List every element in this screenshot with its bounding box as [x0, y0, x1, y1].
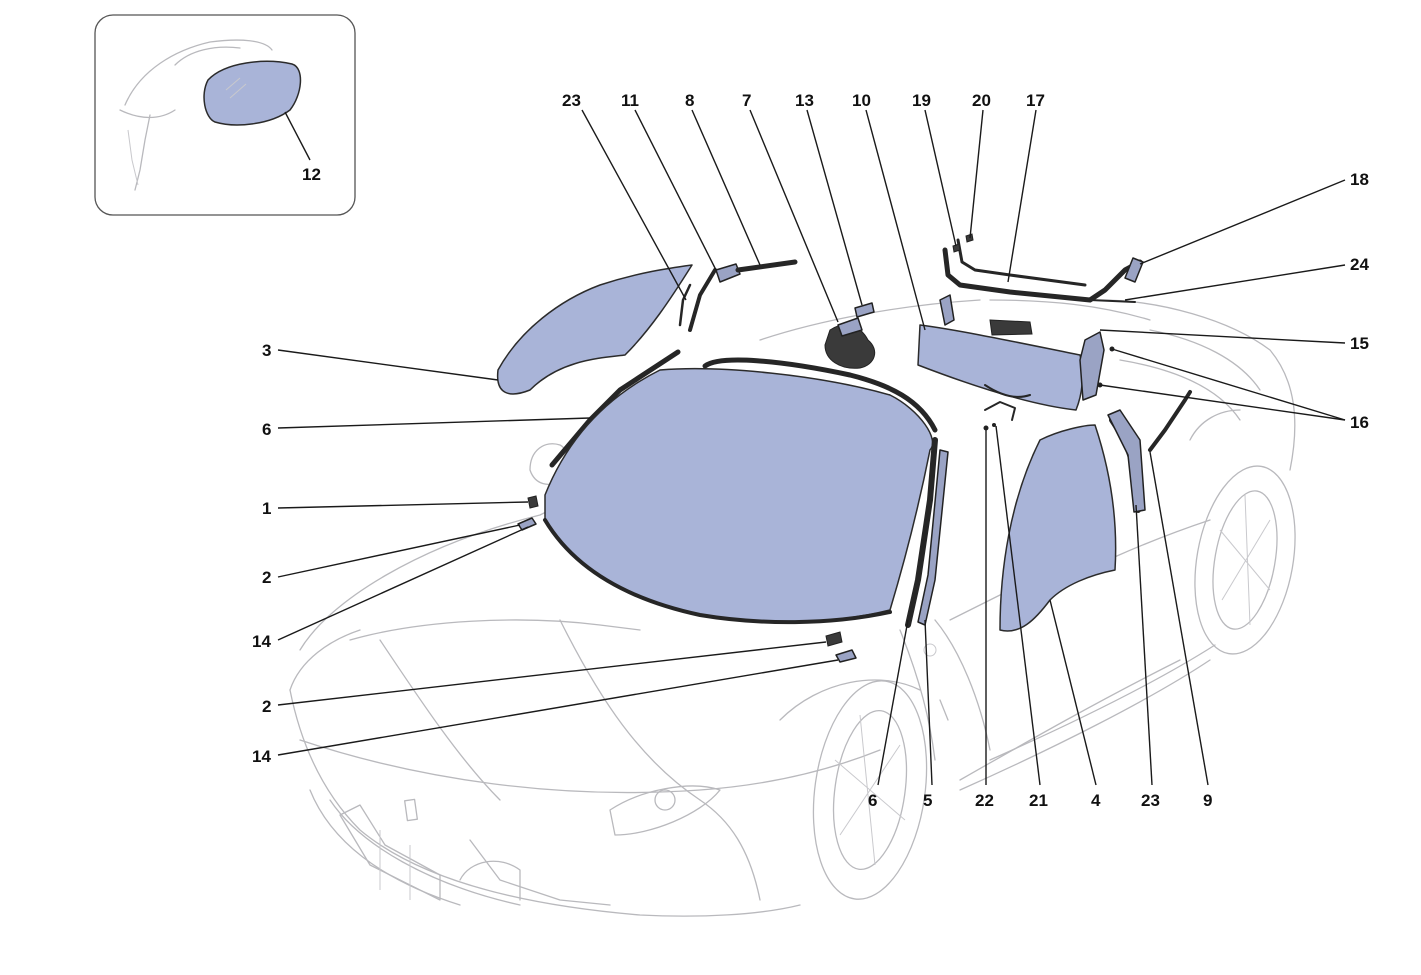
- wiring-21: [984, 401, 1016, 421]
- rear-screen-cable: [984, 384, 1031, 398]
- frame-end-18: [1124, 257, 1144, 283]
- roof-side-seal: [735, 259, 798, 273]
- right-rear-seal-9: [1148, 390, 1192, 452]
- left-door-glass: [496, 264, 693, 395]
- callout-11: 11: [621, 91, 639, 110]
- rear-screen-motor: [989, 319, 1033, 336]
- left-pillar-seal: [688, 268, 717, 332]
- screw-22b: [992, 423, 996, 427]
- roof-rear-frame-17: [942, 247, 1143, 303]
- windscreen-lower-seal: [543, 518, 892, 625]
- mirror-glass: [203, 60, 302, 126]
- clip-19: [952, 243, 961, 253]
- callout-14-upper: 14: [252, 632, 271, 651]
- left-glass-guide: [678, 283, 692, 327]
- callout-12: 12: [302, 165, 321, 184]
- upper-seal-bracket: [715, 263, 741, 283]
- rear-screen-bracket-right: [1079, 331, 1105, 401]
- mirror-inset: [94, 14, 356, 216]
- callout-2-lower: 2: [262, 697, 271, 716]
- callout-6-left: 6: [262, 420, 271, 439]
- callout-4: 4: [1091, 791, 1101, 810]
- callout-21: 21: [1029, 791, 1048, 810]
- callout-24: 24: [1350, 255, 1369, 274]
- callout-14-lower: 14: [252, 747, 271, 766]
- seal-24: [1089, 299, 1136, 303]
- callout-13: 13: [795, 91, 814, 110]
- callout-1: 1: [262, 499, 271, 518]
- roof-rear-frame-inner: [956, 238, 1087, 287]
- callout-15: 15: [1350, 334, 1369, 353]
- pad-2-upper: [517, 517, 537, 531]
- callout-20: 20: [972, 91, 991, 110]
- callout-23-bottom: 23: [1141, 791, 1160, 810]
- pad-14-lower: [835, 649, 857, 663]
- callout-9: 9: [1203, 791, 1212, 810]
- callout-7: 7: [742, 91, 751, 110]
- callout-19: 19: [912, 91, 931, 110]
- rear-screen-bracket-left: [939, 294, 955, 326]
- callout-23-top: 23: [562, 91, 581, 110]
- callout-5: 5: [923, 791, 932, 810]
- clip-20: [965, 233, 974, 243]
- sensor-cover-13: [854, 302, 875, 318]
- callout-16: 16: [1350, 413, 1369, 432]
- leader-lines: [277, 109, 1346, 786]
- callout-labels: 12 23 11 8 7 13 10 19 20 17 18 24 15 16 …: [252, 91, 1369, 810]
- callout-18: 18: [1350, 170, 1369, 189]
- right-door-glass: [999, 424, 1117, 632]
- callout-3: 3: [262, 341, 271, 360]
- clip-1: [527, 495, 539, 509]
- callout-2-upper: 2: [262, 568, 271, 587]
- mirror-mount: [837, 317, 863, 337]
- right-pillar-trim: [1107, 409, 1146, 513]
- rear-screen: [917, 324, 1084, 411]
- roof-front-seal: [702, 357, 938, 433]
- screw-22: [983, 425, 989, 431]
- right-a-pillar-seal: [905, 437, 938, 628]
- callout-17: 17: [1026, 91, 1045, 110]
- callout-10: 10: [852, 91, 871, 110]
- callout-6-bottom: 6: [868, 791, 877, 810]
- callout-8: 8: [685, 91, 694, 110]
- clip-2-lower: [825, 631, 843, 647]
- left-a-pillar-strip: [549, 349, 681, 468]
- callout-22: 22: [975, 791, 994, 810]
